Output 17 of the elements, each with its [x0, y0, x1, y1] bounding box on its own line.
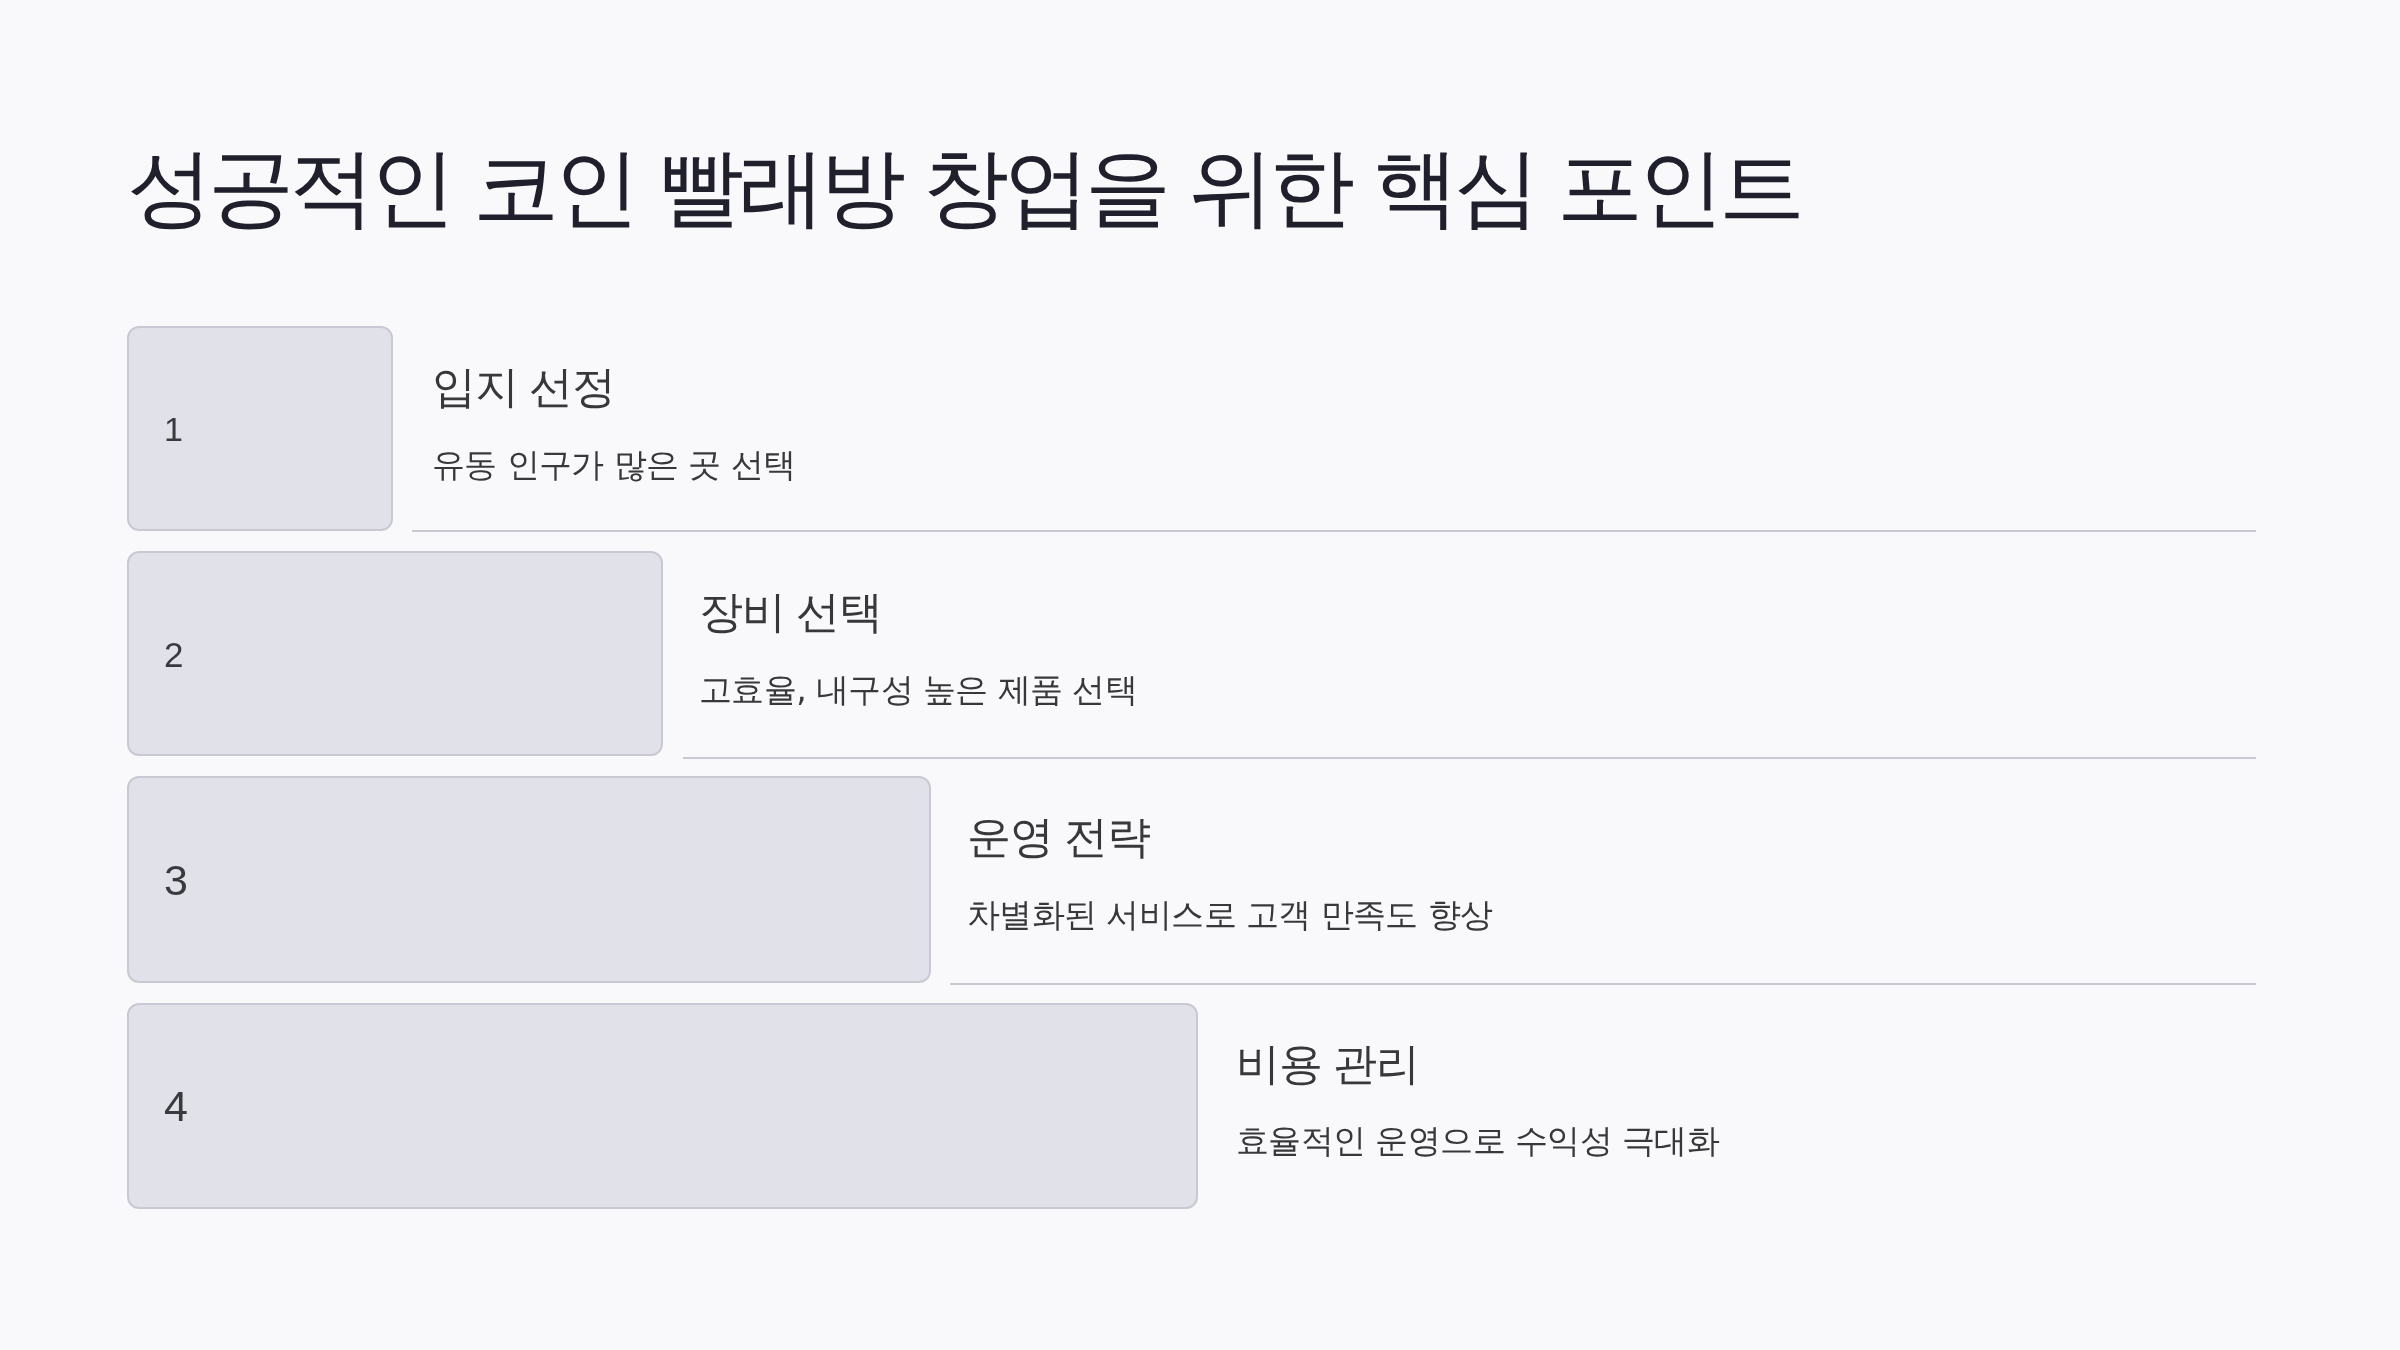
step-heading: 장비 선택: [699, 585, 882, 639]
step-box: [127, 326, 393, 531]
step-heading: 비용 관리: [1236, 1037, 1419, 1091]
step-description: 유동 인구가 많은 곳 선택: [432, 445, 796, 485]
step-description: 고효율, 내구성 높은 제품 선택: [699, 670, 1138, 710]
step-box: [127, 776, 931, 983]
step-heading: 운영 전략: [967, 810, 1150, 864]
title: 성공적인 코인 빨래방 창업을 위한 핵심 포인트: [127, 136, 1801, 239]
step-number: 3: [164, 858, 188, 901]
step-description: 효율적인 운영으로 수익성 극대화: [1236, 1121, 1720, 1161]
step-number: 2: [164, 636, 184, 671]
step-description: 차별화된 서비스로 고객 만족도 향상: [967, 895, 1493, 935]
step-number: 4: [164, 1084, 188, 1128]
step-number: 1: [164, 411, 183, 446]
step-heading: 입지 선정: [432, 360, 615, 414]
step-box: [127, 1003, 1198, 1209]
step-box: [127, 551, 663, 756]
